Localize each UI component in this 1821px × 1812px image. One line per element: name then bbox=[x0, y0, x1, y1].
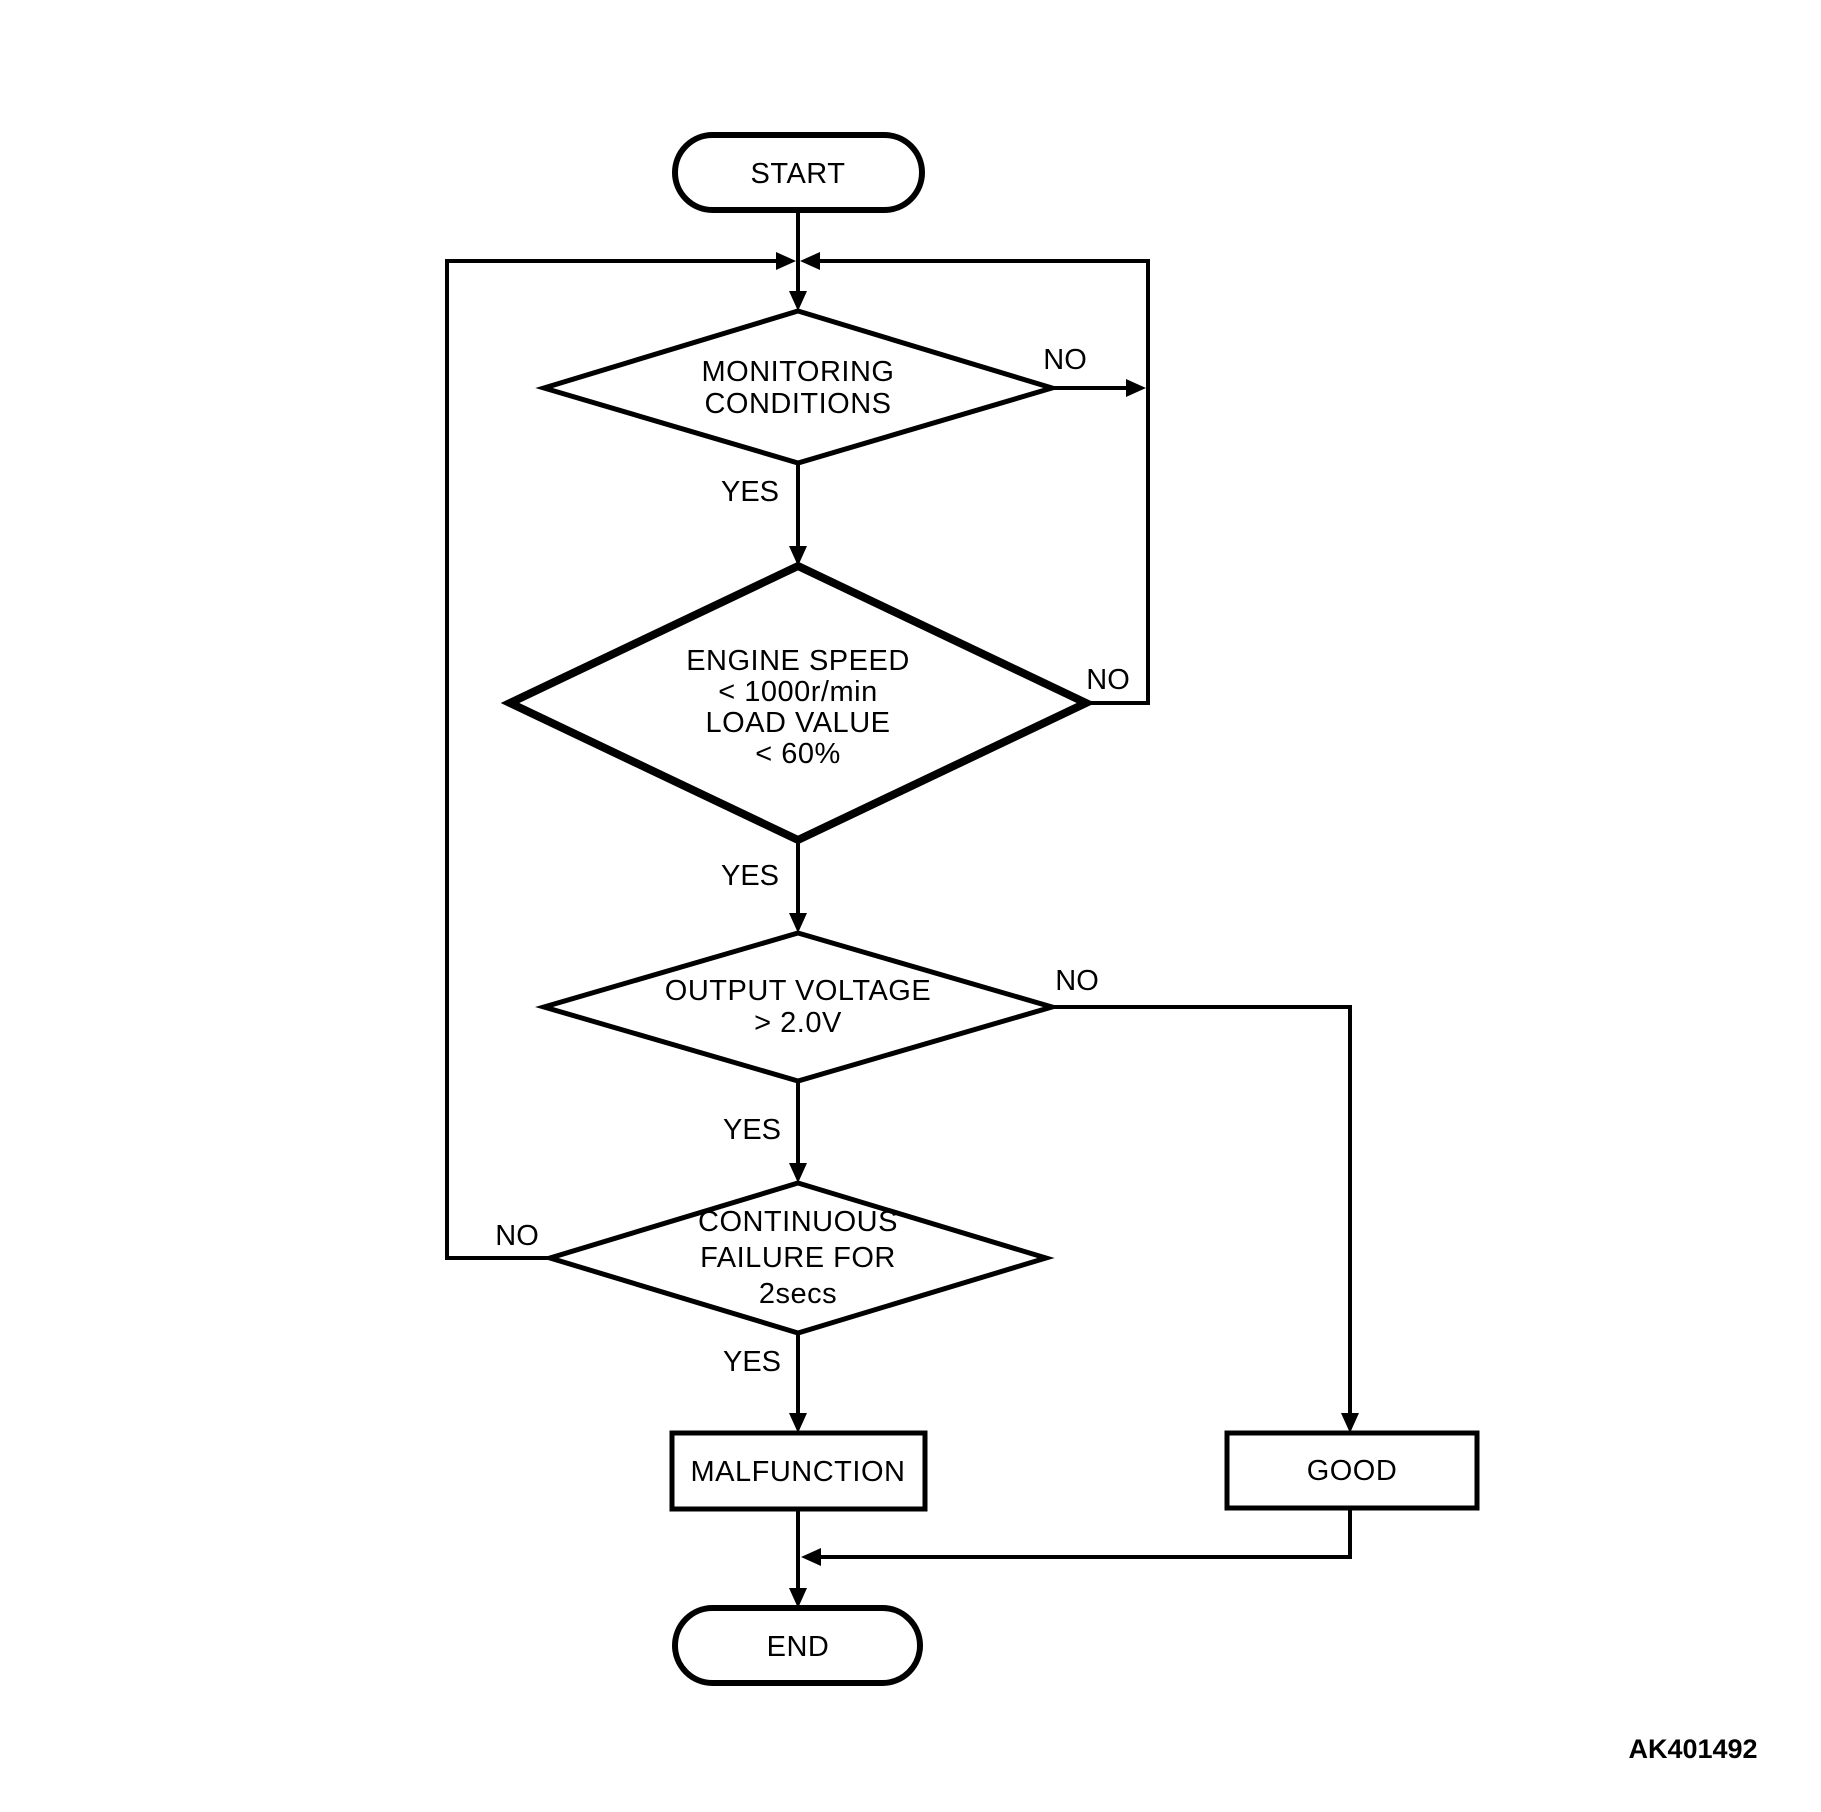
output-voltage-decision: OUTPUT VOLTAGE > 2.0V bbox=[535, 930, 1061, 1084]
monitoring-conditions-line2: CONDITIONS bbox=[704, 388, 891, 420]
engine-speed-yes-label: YES bbox=[721, 860, 779, 892]
continuous-failure-line2: FAILURE FOR bbox=[700, 1242, 896, 1274]
engine-speed-line2: < 1000r/min bbox=[718, 676, 877, 708]
edge-malfunction-to-end bbox=[789, 1509, 807, 1608]
arrowhead-down-icon bbox=[789, 291, 807, 311]
output-voltage-line2: > 2.0V bbox=[754, 1007, 842, 1039]
continuous-failure-yes-label: YES bbox=[723, 1346, 781, 1378]
monitoring-conditions-decision: MONITORING CONDITIONS bbox=[535, 308, 1061, 466]
continuous-failure-line1: CONTINUOUS bbox=[698, 1206, 898, 1238]
edge-continuous-failure-no-loop bbox=[445, 252, 796, 1260]
edge-output-voltage-yes bbox=[789, 1081, 807, 1183]
edge-start-to-monitoring bbox=[789, 210, 807, 311]
arrowhead-left-icon bbox=[800, 252, 820, 270]
start-label: START bbox=[751, 158, 846, 190]
arrowhead-left-icon bbox=[801, 1548, 821, 1566]
edge-engine-speed-yes bbox=[789, 840, 807, 933]
output-voltage-no-label: NO bbox=[1055, 965, 1099, 997]
arrowhead-right-icon bbox=[1126, 379, 1146, 397]
good-label: GOOD bbox=[1307, 1455, 1398, 1487]
engine-speed-no-label: NO bbox=[1086, 664, 1130, 696]
engine-speed-line4: < 60% bbox=[755, 738, 841, 770]
engine-speed-line1: ENGINE SPEED bbox=[686, 645, 910, 677]
edge-engine-speed-no-loop bbox=[800, 252, 1150, 705]
edge-continuous-failure-yes bbox=[789, 1333, 807, 1433]
end-label: END bbox=[767, 1631, 830, 1663]
arrowhead-down-icon bbox=[789, 913, 807, 933]
arrowhead-down-icon bbox=[789, 1413, 807, 1433]
output-voltage-yes-label: YES bbox=[723, 1114, 781, 1146]
monitoring-no-label: NO bbox=[1043, 344, 1087, 376]
malfunction-node: MALFUNCTION bbox=[669, 1430, 928, 1512]
continuous-failure-decision: CONTINUOUS FAILURE FOR 2secs bbox=[541, 1180, 1055, 1336]
figure-id: AK401492 bbox=[1628, 1734, 1757, 1764]
edge-monitoring-yes bbox=[789, 463, 807, 566]
monitoring-conditions-line1: MONITORING bbox=[702, 356, 895, 388]
arrowhead-right-icon bbox=[776, 252, 796, 270]
start-node: START bbox=[672, 132, 925, 213]
engine-speed-line3: LOAD VALUE bbox=[706, 707, 891, 739]
arrowhead-down-icon bbox=[789, 546, 807, 566]
good-node: GOOD bbox=[1224, 1430, 1480, 1511]
output-voltage-line1: OUTPUT VOLTAGE bbox=[665, 975, 931, 1007]
arrowhead-down-icon bbox=[1341, 1413, 1359, 1433]
edge-monitoring-no bbox=[1052, 379, 1146, 397]
arrowhead-down-icon bbox=[789, 1588, 807, 1608]
engine-speed-decision: ENGINE SPEED < 1000r/min LOAD VALUE < 60… bbox=[500, 561, 1096, 845]
end-node: END bbox=[672, 1605, 923, 1686]
edge-output-voltage-no bbox=[1052, 1005, 1359, 1433]
malfunction-label: MALFUNCTION bbox=[691, 1456, 906, 1488]
arrowhead-down-icon bbox=[789, 1163, 807, 1183]
continuous-failure-line3: 2secs bbox=[759, 1278, 837, 1310]
monitoring-yes-label: YES bbox=[721, 476, 779, 508]
edge-good-to-end bbox=[801, 1508, 1352, 1566]
continuous-failure-no-label: NO bbox=[495, 1220, 539, 1252]
